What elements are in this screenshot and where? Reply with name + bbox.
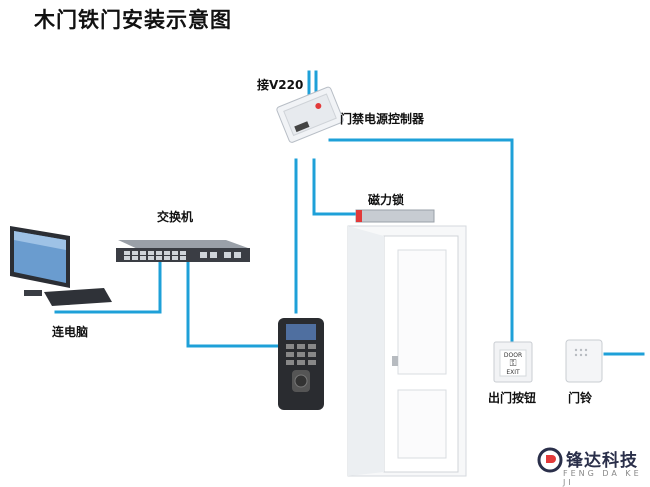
wire-switch-to-pc: [54, 260, 162, 314]
label-doorbell: 门铃: [568, 391, 593, 405]
access-control-power-supply: [276, 86, 344, 143]
doorbell: [565, 339, 603, 383]
label-computer: 连电脑: [52, 325, 89, 339]
wire-reader-to-switch: [186, 254, 280, 348]
wiring: [54, 70, 645, 356]
desktop-computer: [10, 226, 112, 306]
fingerprint-reader: [278, 318, 324, 410]
exit-button: [493, 341, 533, 383]
exit-button-text-exit: EXIT: [506, 369, 520, 376]
door: [347, 225, 467, 477]
label-power: 接V220: [257, 78, 304, 92]
logo-pinyin: FENG DA KE JI: [563, 469, 642, 487]
label-exit-button: 出门按钮: [488, 391, 537, 405]
exit-button-face: DOOR ⚿ EXIT: [500, 352, 526, 377]
logo-name: 锋达科技: [566, 451, 638, 471]
wire-to-exit-button: [328, 138, 514, 342]
wire-to-maglock: [312, 158, 362, 216]
label-maglock: 磁力锁: [368, 193, 405, 207]
magnetic-lock: [355, 209, 435, 223]
network-switch: [116, 240, 250, 262]
exit-button-text-door: DOOR: [503, 352, 523, 359]
diagram-title: 木门铁门安装示意图: [34, 8, 232, 32]
label-switch: 交换机: [157, 210, 194, 224]
label-controller: 门禁电源控制器: [340, 112, 425, 126]
logo-icon: [537, 447, 563, 473]
key-icon: ⚿: [509, 359, 517, 369]
